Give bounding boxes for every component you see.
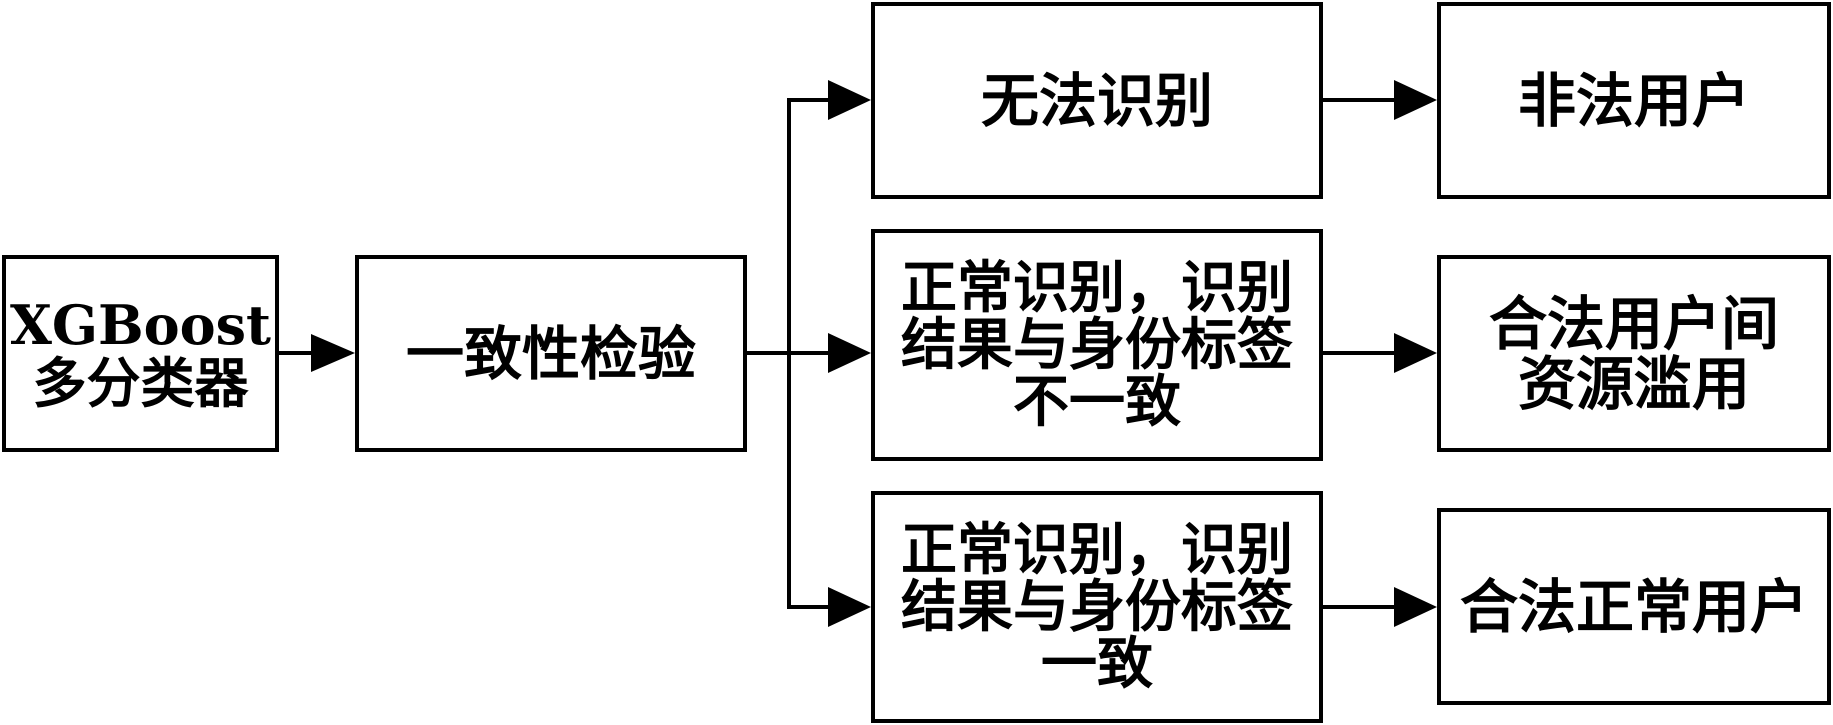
consistency-check-box: 一致性检验 xyxy=(355,255,747,452)
arrowhead-unrecognized xyxy=(828,80,871,120)
illegal-user-label: 非法用户 xyxy=(1517,66,1750,135)
arrowhead-consistency xyxy=(311,334,355,372)
arrowhead-illegal xyxy=(1394,80,1437,120)
unrecognized-box: 无法识别 xyxy=(871,2,1323,199)
resource-abuse-label: 合法用户间 资源滥用 xyxy=(1488,289,1779,418)
normal-user-label: 合法正常用户 xyxy=(1459,572,1808,641)
arrowhead-match xyxy=(828,587,871,627)
classifier-label: XGBoost 多分类器 xyxy=(9,292,272,415)
normal-user-box: 合法正常用户 xyxy=(1437,508,1831,705)
unrecognized-label: 无法识别 xyxy=(980,66,1213,135)
arrowhead-normal xyxy=(1394,587,1437,627)
recognized-match-label: 正常识别，识别 结果与身份标签 一致 xyxy=(901,516,1293,697)
recognized-match-box: 正常识别，识别 结果与身份标签 一致 xyxy=(871,491,1323,723)
arrowhead-mismatch xyxy=(828,333,871,373)
arrowhead-abuse xyxy=(1394,333,1437,373)
consistency-check-label: 一致性检验 xyxy=(405,319,696,388)
classifier-box: XGBoost 多分类器 xyxy=(2,255,279,452)
resource-abuse-box: 合法用户间 资源滥用 xyxy=(1437,255,1831,452)
recognized-mismatch-label: 正常识别，识别 结果与身份标签 不一致 xyxy=(901,254,1293,435)
illegal-user-box: 非法用户 xyxy=(1437,2,1831,199)
recognized-mismatch-box: 正常识别，识别 结果与身份标签 不一致 xyxy=(871,229,1323,461)
